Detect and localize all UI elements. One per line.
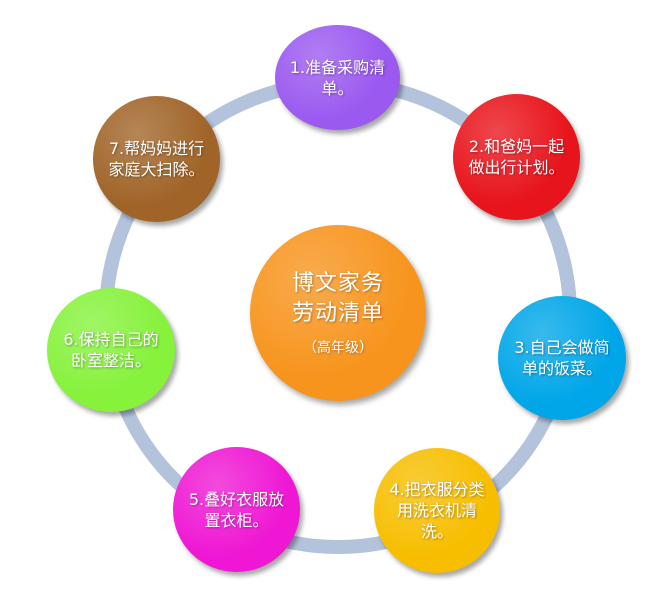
task-node-1: 1.准备采购清单。 bbox=[275, 25, 400, 130]
task-label-4: 4.把衣服分类用洗衣机清洗。 bbox=[389, 480, 485, 541]
center-title-circle: 博文家务 劳动清单 （高年级） bbox=[250, 225, 426, 401]
task-label-2: 2.和爸妈一起做出行计划。 bbox=[468, 137, 565, 177]
center-title-line-2: 劳动清单 bbox=[291, 301, 384, 326]
task-label-7: 7.帮妈妈进行家庭大扫除。 bbox=[108, 139, 205, 179]
task-node-7: 7.帮妈妈进行家庭大扫除。 bbox=[93, 96, 220, 222]
center-subtitle: （高年级） bbox=[303, 340, 373, 356]
task-label-5: 5.叠好衣服放置衣柜。 bbox=[188, 489, 285, 530]
task-label-3: 3.自己会做简单的饭菜。 bbox=[514, 338, 610, 378]
center-title-line-1: 博文家务 bbox=[291, 271, 384, 296]
task-label-6: 6.保持自己的卧室整洁。 bbox=[63, 330, 159, 370]
task-node-2: 2.和爸妈一起做出行计划。 bbox=[453, 94, 580, 220]
task-node-4: 4.把衣服分类用洗衣机清洗。 bbox=[374, 448, 500, 573]
task-label-1: 1.准备采购清单。 bbox=[289, 57, 386, 98]
task-node-3: 3.自己会做简单的饭菜。 bbox=[498, 296, 626, 420]
task-node-5: 5.叠好衣服放置衣柜。 bbox=[173, 447, 300, 572]
task-node-6: 6.保持自己的卧室整洁。 bbox=[47, 288, 175, 412]
